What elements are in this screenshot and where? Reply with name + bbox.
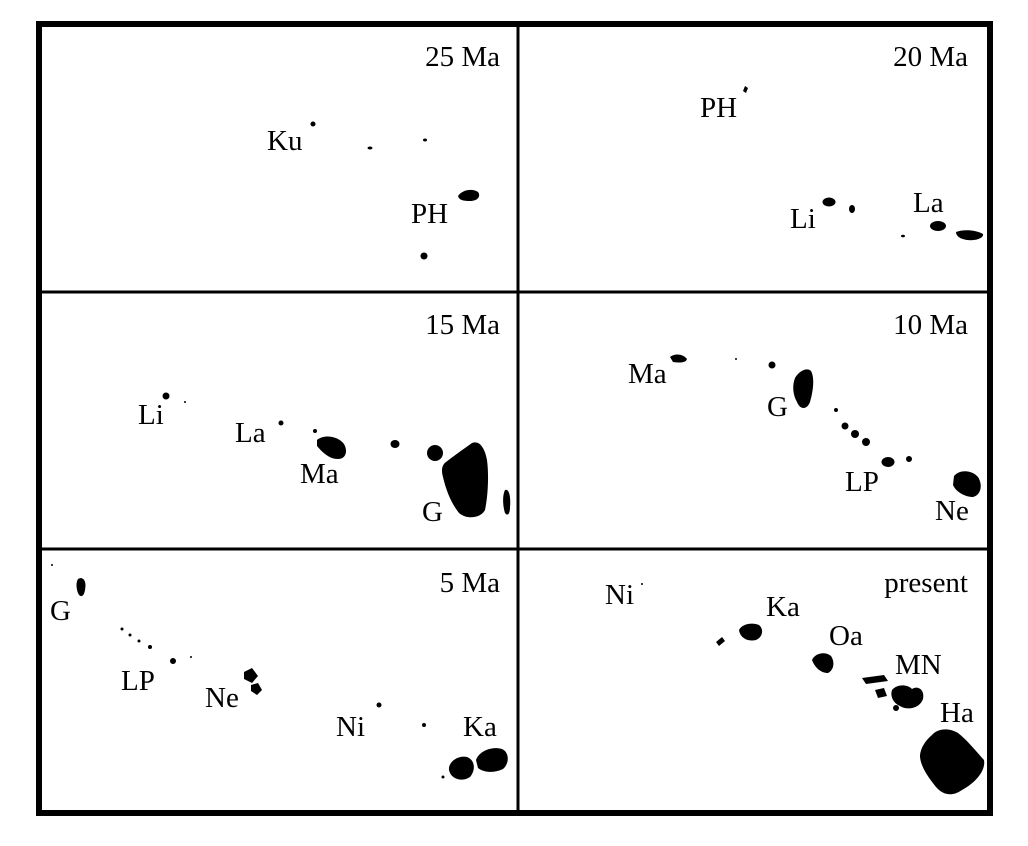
islet [148,645,152,649]
islet [420,252,428,260]
islet [128,633,132,637]
island-ni [641,583,643,585]
island-label-ph: PH [700,92,737,124]
island-label-mn: MN [895,649,942,681]
island-molokai [862,675,888,684]
island-oa [812,653,834,673]
island-label-li: Li [138,399,164,431]
island-shapes [743,86,984,241]
island-label-ma: Ma [300,458,339,490]
island-label-ne: Ne [205,682,239,714]
island-ka [448,756,474,780]
panel-time-label: 25 Ma [425,41,500,73]
island-label-la: La [913,187,944,219]
island-g [793,369,814,408]
island-ph [458,189,480,201]
island-li [162,392,170,400]
island-ka [739,623,763,641]
islet [51,564,53,566]
islet [423,138,427,142]
island-ne [953,471,981,497]
panel-15ma: 15 Ma Li La Ma G [138,309,511,528]
island-ha [920,729,985,795]
island-shapes [310,121,480,260]
island-label-oa: Oa [829,620,863,652]
panel-25ma: 25 Ma Ku PH [267,41,500,260]
island-la [930,221,946,231]
island-label-la: La [235,417,266,449]
island-ma [670,354,687,363]
island-ku [310,121,316,127]
island-ph [743,86,748,93]
island-li [822,197,836,207]
island-shapes [162,392,511,518]
panel-time-label: present [884,567,968,599]
island-label-ka: Ka [766,591,800,623]
islet [422,723,426,727]
island-label-ma: Ma [628,358,667,390]
panel-time-label: 20 Ma [893,41,968,73]
island-g [76,578,86,597]
islet [768,361,776,369]
island-east [956,230,984,241]
island-lp [881,457,895,467]
island-label-ka: Ka [463,711,497,743]
island-la [278,420,284,426]
island-label-lp: LP [121,665,155,697]
panel-time-label: 10 Ma [893,309,968,341]
island-label-ha: Ha [940,697,974,729]
island-label-ni: Ni [605,579,634,611]
island-ka-east [476,748,508,772]
island-label-g: G [767,391,788,423]
island-ne [244,668,258,683]
island-kahoolawe [893,705,899,711]
outer-border [36,21,993,816]
island-ni [376,702,382,708]
islet [862,438,870,446]
island-label-ne: Ne [935,495,969,527]
islet [190,656,192,658]
panel-time-label: 15 Ma [425,309,500,341]
island-label-ph: PH [411,198,448,230]
panel-5ma: 5 Ma G LP Ne Ni Ka [50,564,508,780]
island-maui [891,685,924,709]
islet [901,234,905,238]
islet [851,430,859,438]
figure-frame [36,21,993,816]
island-g [442,442,489,518]
islet [184,401,186,403]
islet [841,422,849,430]
islet [390,440,400,448]
island-lp [170,658,176,664]
island-shapes [641,583,985,795]
island-label-lp: LP [845,466,879,498]
islet [427,445,443,461]
island-label-ku: Ku [267,125,302,157]
island-label-ni: Ni [336,711,365,743]
islet [503,489,511,515]
islet [735,358,737,360]
panel-20ma: 20 Ma PH Li La [700,41,984,241]
island-shapes [670,354,981,497]
islet [906,456,912,462]
islet [834,408,838,412]
panel-10ma: 10 Ma Ma G LP Ne [628,309,981,527]
islet [716,637,725,646]
islet [137,639,141,643]
panel-time-label: 5 Ma [440,567,501,599]
island-shapes [51,564,508,780]
island-label-li: Li [790,203,816,235]
islet [441,775,445,779]
island-label-g: G [422,496,443,528]
islet [120,627,124,631]
island-ne-2 [251,683,262,695]
island-lanai [875,688,887,698]
islet [313,429,317,433]
islet [849,205,855,213]
island-ma [317,436,346,459]
island-label-g: G [50,595,71,627]
islet [367,146,373,150]
panel-present: present Ni Ka Oa MN Ha [605,567,985,795]
